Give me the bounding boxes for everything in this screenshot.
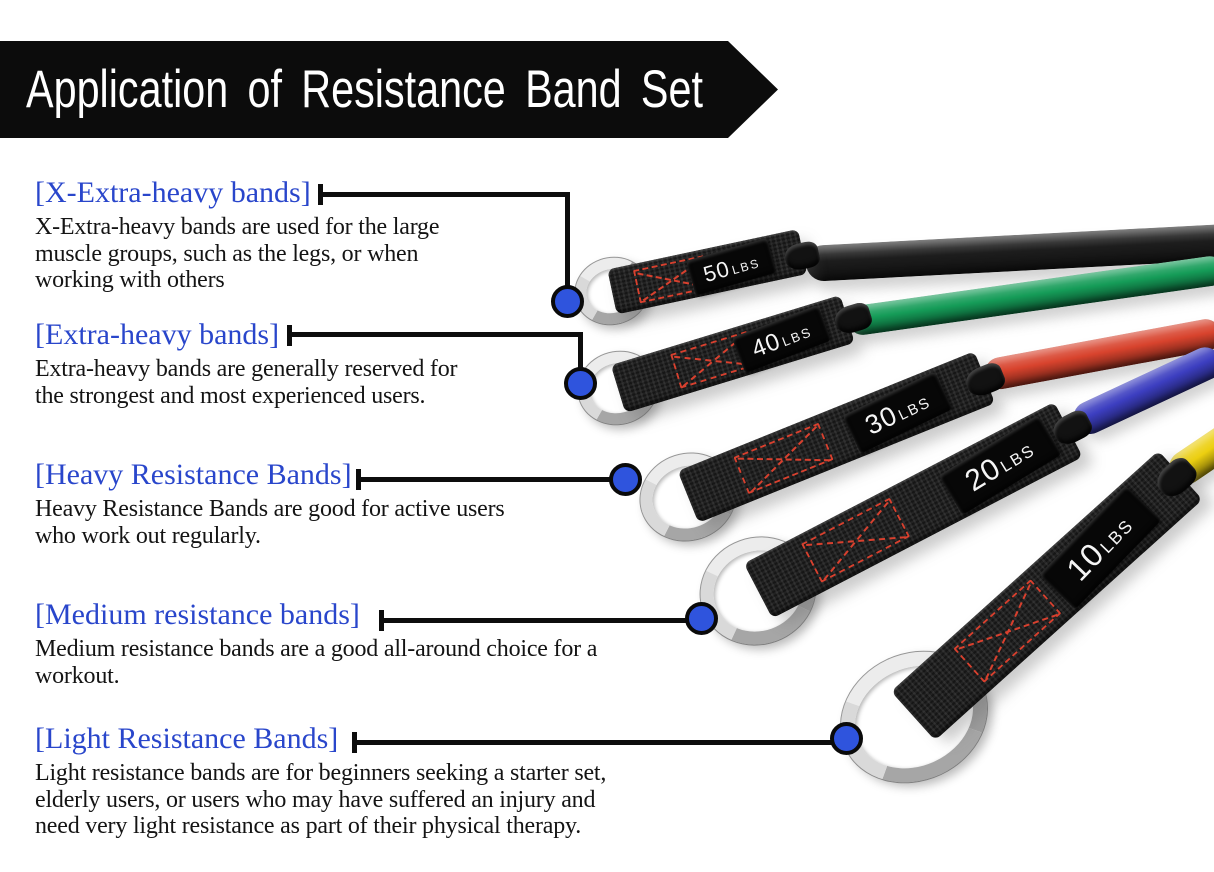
callout-dot bbox=[830, 722, 863, 755]
weight-value: 40 bbox=[748, 327, 785, 364]
section-heavy: [Heavy Resistance Bands] Heavy Resistanc… bbox=[35, 458, 505, 549]
description-line: the strongest and most experienced users… bbox=[35, 382, 426, 409]
description-line: working with others bbox=[35, 267, 225, 293]
section-x-extra-heavy: [X-Extra-heavy bands] X-Extra-heavy band… bbox=[35, 176, 440, 294]
weight-unit: LBS bbox=[779, 324, 815, 350]
connector-line bbox=[565, 192, 570, 304]
callout-dot bbox=[609, 463, 642, 496]
description-line: Medium resistance bands are a good all-a… bbox=[35, 636, 598, 662]
section-label: [Extra-heavy bands] bbox=[35, 318, 280, 351]
section-label: [Light Resistance Bands] bbox=[35, 722, 339, 755]
description-line: Heavy Resistance Bands are good for acti… bbox=[35, 496, 505, 522]
description-line: X-Extra-heavy bands are used for the lar… bbox=[35, 214, 440, 240]
description-line: who work out regularly. bbox=[35, 522, 261, 549]
weight-value: 30 bbox=[860, 399, 903, 441]
connector-line bbox=[320, 192, 570, 197]
section-medium: [Medium resistance bands] Medium resista… bbox=[35, 598, 597, 689]
section-description: Heavy Resistance Bands are good for acti… bbox=[35, 496, 505, 549]
weight-unit: LBS bbox=[730, 255, 762, 278]
callout-dot bbox=[551, 285, 584, 318]
description-line: need very light resistance as part of th… bbox=[35, 813, 582, 839]
connector-line bbox=[358, 477, 626, 482]
stitch-box bbox=[953, 579, 1062, 683]
page-title: Application of Resistance Band Set bbox=[26, 60, 703, 119]
weight-unit: LBS bbox=[997, 441, 1039, 476]
section-description: X-Extra-heavy bands are used for the lar… bbox=[35, 214, 440, 294]
section-description: Extra-heavy bands are generally reserved… bbox=[35, 356, 458, 409]
description-line: elderly users, or users who may have suf… bbox=[35, 786, 596, 813]
description-line: muscle groups, such as the legs, or when bbox=[35, 240, 419, 267]
stitch-box bbox=[801, 497, 911, 583]
connector-line bbox=[578, 332, 583, 386]
description-line: Light resistance bands are for beginners… bbox=[35, 760, 607, 786]
callout-dot bbox=[564, 367, 597, 400]
description-line: workout. bbox=[35, 662, 120, 689]
description-line: Extra-heavy bands are generally reserved… bbox=[35, 356, 458, 382]
connector-line bbox=[354, 740, 847, 745]
section-label: [Heavy Resistance Bands] bbox=[35, 458, 352, 491]
title-banner: Application of Resistance Band Set bbox=[0, 41, 778, 138]
section-label: [X-Extra-heavy bands] bbox=[35, 176, 311, 209]
section-extra-heavy: [Extra-heavy bands] Extra-heavy bands ar… bbox=[35, 318, 458, 409]
section-light: [Light Resistance Bands] Light resistanc… bbox=[35, 722, 606, 840]
section-label: [Medium resistance bands] bbox=[35, 598, 360, 631]
connector-line bbox=[289, 332, 581, 337]
section-description: Light resistance bands are for beginners… bbox=[35, 760, 606, 840]
weight-value: 50 bbox=[700, 255, 733, 288]
weight-unit: LBS bbox=[896, 394, 934, 425]
stitch-box bbox=[733, 422, 834, 495]
section-description: Medium resistance bands are a good all-a… bbox=[35, 636, 597, 689]
connector-line bbox=[381, 618, 702, 623]
callout-dot bbox=[685, 602, 718, 635]
